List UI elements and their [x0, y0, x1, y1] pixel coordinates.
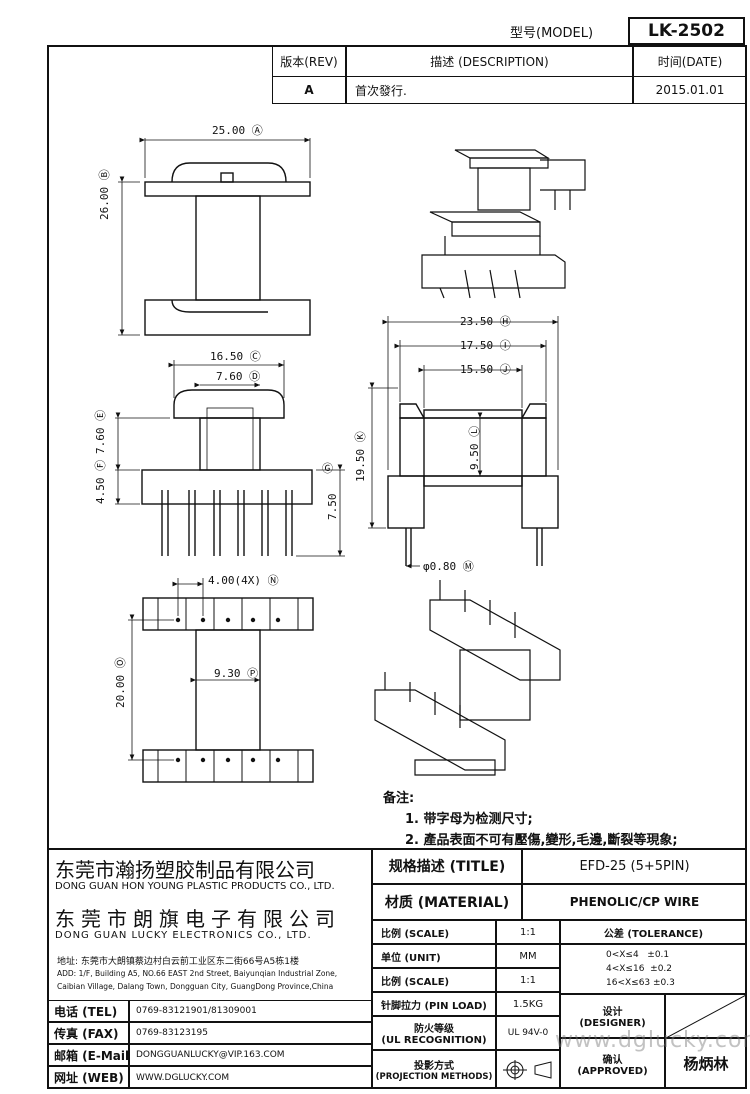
projection-label-en: (PROJECTION METHODS): [375, 1072, 493, 1082]
dim-O: 20.00 Ⓞ: [114, 657, 127, 708]
dim-K: 19.50 Ⓚ: [354, 431, 367, 482]
desc-value: 首次發行.: [346, 76, 633, 104]
note-1: 1. 带字母为检测尺寸;: [405, 812, 533, 827]
dim-A: 25.00 Ⓐ: [212, 124, 263, 137]
designer-value: [665, 994, 747, 1038]
contact-email-label: 邮箱 (E-Mail): [47, 1044, 129, 1066]
unit-value: MM: [496, 944, 560, 968]
tolerance-row-1: 0<X≤4 ±0.1: [606, 950, 670, 960]
contact-web-label: 网址 (WEB): [47, 1066, 129, 1089]
dim-B: 26.00 Ⓑ: [98, 169, 111, 220]
contact-fax-label: 传真 (FAX): [47, 1022, 129, 1044]
dim-M: φ0.80 Ⓜ: [423, 560, 474, 573]
material-label: 材质 (MATERIAL): [372, 884, 522, 920]
model-label: 型号(MODEL): [510, 26, 594, 41]
contact-fax-value: 0769-83123195: [129, 1022, 372, 1044]
company-name-1-cn: 东莞市瀚扬塑胶制品有限公司: [55, 858, 315, 882]
ul-label-en: (UL RECOGNITION): [381, 1035, 487, 1046]
bottom-view: [128, 578, 314, 783]
note-2: 2. 產品表面不可有壓傷,變形,毛邊,斷裂等現象;: [405, 833, 678, 848]
isometric-view-bottom: [374, 580, 561, 776]
rev-value: A: [272, 76, 346, 104]
watermark: www.dglucky.com: [555, 1028, 750, 1053]
dim-G: Ⓖ: [322, 462, 333, 475]
projection-label-cn: 投影方式: [414, 1061, 454, 1072]
dim-J: 15.50 Ⓙ: [460, 363, 511, 376]
designer-label-cn: 设计: [602, 1007, 623, 1018]
notes-title: 备注:: [383, 791, 415, 806]
approved-label: 确认 (APPROVED): [560, 1038, 665, 1089]
title-label: 规格描述 (TITLE): [372, 848, 522, 884]
contact-web-value: WWW.DGLUCKY.COM: [129, 1066, 372, 1089]
approved-label-en: (APPROVED): [577, 1065, 648, 1077]
model-value: LK-2502: [628, 17, 745, 45]
side-view: [115, 360, 345, 557]
contact-tel-value: 0769-83121901/81309001: [129, 1000, 372, 1022]
title-value: EFD-25 (5+5PIN): [522, 848, 747, 884]
dim-D: 7.60 Ⓓ: [216, 370, 261, 383]
dim-G-value: 7.50: [326, 493, 339, 521]
pin-load-label: 针脚拉力 (PIN LOAD): [372, 992, 496, 1016]
designer-label: 设计 (DESIGNER): [560, 994, 665, 1038]
material-value: PHENOLIC/CP WIRE: [522, 884, 747, 920]
tolerance-label: 公差 (TOLERANCE): [560, 920, 747, 944]
ul-value: UL 94V-0: [496, 1016, 560, 1050]
scale-label: 比例 (SCALE): [372, 920, 496, 944]
tolerance-values: 0<X≤4 ±0.1 4<X≤16 ±0.2 16<X≤63 ±0.3: [560, 944, 747, 994]
company-name-2-cn: 东莞市朗旗电子有限公司: [55, 907, 341, 931]
company-address-cn: 地址: 东莞市大朗镇蔡边村白云前工业区东二街66号A5栋1楼: [57, 957, 299, 967]
scale-value: 1:1: [496, 920, 560, 944]
designer-empty-slash: [666, 995, 746, 1037]
dim-C: 16.50 Ⓒ: [210, 350, 261, 363]
pin-load-value: 1.5KG: [496, 992, 560, 1016]
company-name-2-en: DONG GUAN LUCKY ELECTRONICS CO., LTD.: [55, 930, 312, 941]
company-name-1-en: DONG GUAN HON YOUNG PLASTIC PRODUCTS CO.…: [55, 881, 335, 892]
dim-I: 17.50 Ⓘ: [460, 339, 511, 352]
end-view: [368, 316, 559, 569]
designer-label-en: (DESIGNER): [579, 1018, 646, 1029]
dim-L: 9.50 Ⓛ: [468, 425, 481, 470]
approver-name: 杨炳林: [665, 1038, 747, 1089]
dim-P: 9.30 Ⓟ: [214, 667, 259, 680]
projection-label: 投影方式 (PROJECTION METHODS): [372, 1050, 496, 1089]
first-angle-projection-icon: [503, 1059, 552, 1080]
isometric-view-top: [421, 149, 586, 299]
company-address-en-2: Caibian Village, Dalang Town, Dongguan C…: [57, 982, 334, 991]
technical-drawing: [115, 137, 586, 783]
approved-label-cn: 确认: [602, 1054, 623, 1066]
contact-tel-label: 电话 (TEL): [47, 1000, 129, 1022]
scale2-label: 比例 (SCALE): [372, 968, 496, 992]
tolerance-row-2: 4<X≤16 ±0.2: [606, 964, 673, 974]
tolerance-row-3: 16<X≤63 ±0.3: [606, 978, 675, 988]
dim-F: 4.50 Ⓕ: [94, 459, 107, 504]
title-block: [47, 848, 747, 1089]
ul-label: 防火等级 (UL RECOGNITION): [372, 1016, 496, 1050]
dim-H: 23.50 Ⓗ: [460, 315, 511, 328]
front-view: [118, 137, 311, 336]
company-address-en-1: ADD: 1/F, Building A5, NO.66 EAST 2nd St…: [57, 969, 338, 978]
contact-email-value: DONGGUANLUCKY@VIP.163.COM: [129, 1044, 372, 1066]
dim-N: 4.00(4X) Ⓝ: [208, 574, 279, 587]
ul-label-cn: 防火等级: [414, 1024, 454, 1035]
company-block: 东莞市瀚扬塑胶制品有限公司 DONG GUAN HON YOUNG PLASTI…: [47, 848, 372, 1000]
unit-label: 单位 (UNIT): [372, 944, 496, 968]
dim-E: 7.60 Ⓔ: [94, 409, 107, 454]
projection-symbol: [496, 1050, 560, 1089]
date-value: 2015.01.01: [633, 76, 747, 104]
scale2-value: 1:1: [496, 968, 560, 992]
